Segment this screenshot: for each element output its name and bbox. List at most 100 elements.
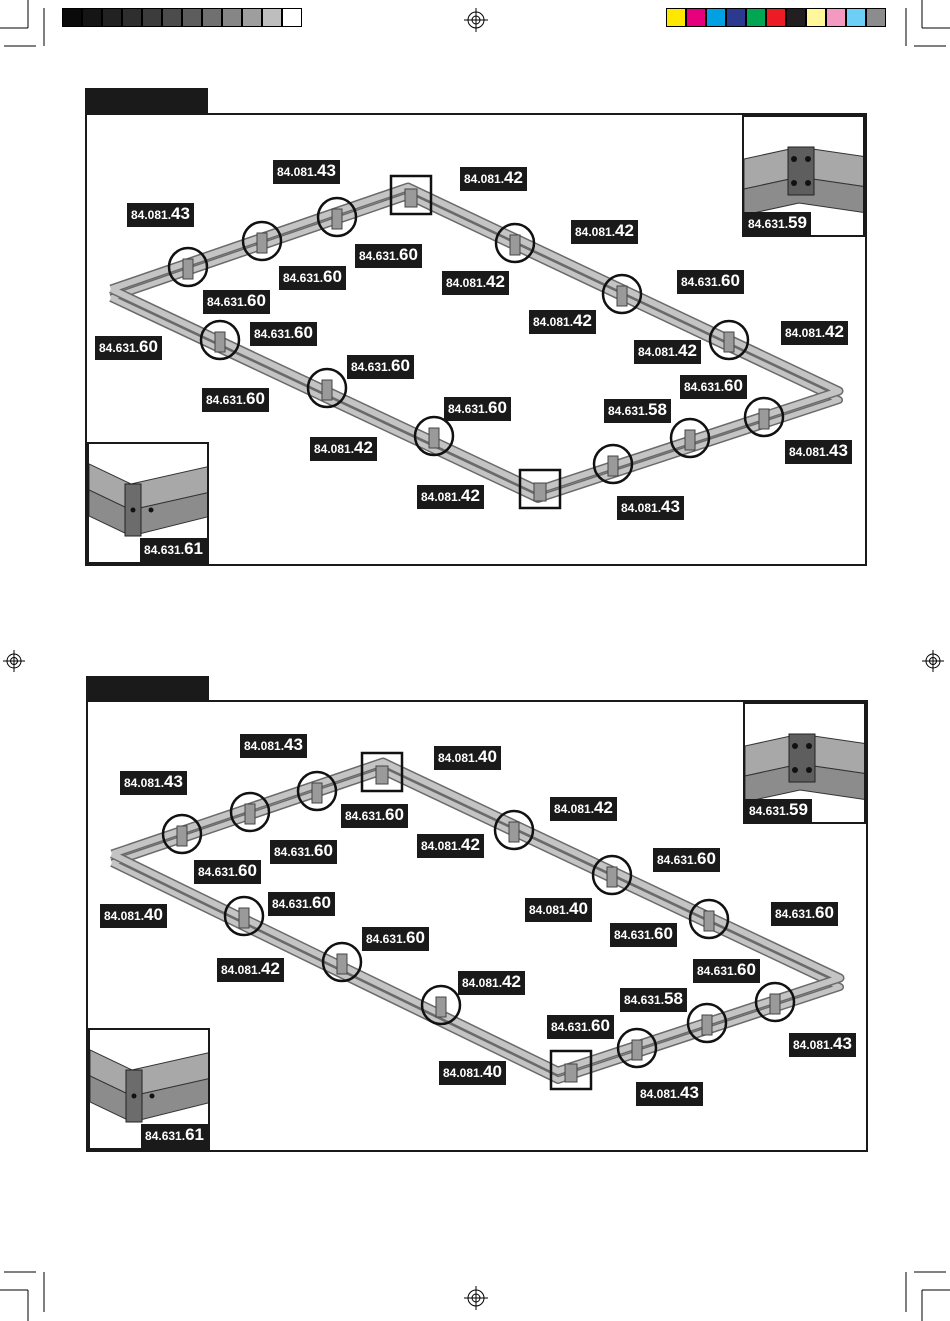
corner-bracket [564, 1063, 578, 1083]
part-number-suffix: 42 [594, 798, 613, 817]
part-number-label: 84.081.42 [310, 437, 377, 461]
part-number-prefix: 84.081. [554, 802, 595, 816]
part-number-label: 84.631.60 [771, 902, 838, 926]
connector-callout-circle [321, 941, 363, 983]
part-number-prefix: 84.631. [614, 928, 655, 942]
part-number-suffix: 43 [171, 204, 190, 223]
color-swatch [202, 8, 222, 27]
part-number-suffix: 42 [825, 322, 844, 341]
connector-bracket [331, 208, 343, 230]
color-swatch [282, 8, 302, 27]
corner-callout-square [518, 468, 562, 510]
part-number-prefix: 84.081. [462, 976, 503, 990]
connector-bracket [703, 910, 715, 932]
connector-callout-circle [306, 367, 348, 409]
part-number-label: 84.081.40 [100, 904, 167, 928]
part-number-prefix: 84.081. [638, 345, 679, 359]
connector-callout-circle [592, 443, 634, 485]
part-number-prefix: 84.081. [785, 326, 826, 340]
connector-bracket [631, 1039, 643, 1061]
part-number-suffix: 42 [261, 959, 280, 978]
part-number-suffix: 60 [815, 903, 834, 922]
part-number-prefix: 84.631. [366, 932, 407, 946]
part-number-label: 84.631.60 [680, 375, 747, 399]
connector-bracket [256, 232, 268, 254]
part-number-prefix: 84.081. [104, 909, 145, 923]
connector-callout-circle [688, 898, 730, 940]
color-swatch [726, 8, 746, 27]
part-number-prefix: 84.631. [351, 360, 392, 374]
part-number-prefix: 84.081. [314, 442, 355, 456]
diagram2-title-tab [86, 676, 209, 702]
part-number-suffix: 43 [164, 772, 183, 791]
part-number-label: 84.081.40 [439, 1061, 506, 1085]
color-swatch [826, 8, 846, 27]
connector-callout-circle [601, 273, 643, 315]
connector-callout-circle [241, 220, 283, 262]
connector-bracket [321, 379, 333, 401]
inset-part-label: 84.631.59 [745, 799, 812, 822]
part-number-prefix: 84.631. [608, 404, 649, 418]
color-swatch [786, 8, 806, 27]
connector-callout-circle [161, 813, 203, 855]
part-number-label: 84.631.58 [604, 399, 671, 423]
part-number-prefix: 84.631. [657, 853, 698, 867]
diagram1-frame-drawing [109, 174, 844, 510]
part-number-prefix: 84.631. [345, 809, 386, 823]
part-number-prefix: 84.081. [464, 172, 505, 186]
part-number-label: 84.631.60 [194, 860, 261, 884]
part-number-prefix: 84.631. [272, 897, 313, 911]
connector-bracket [684, 429, 696, 451]
connector-callout-circle [229, 791, 271, 833]
corner-callout-square [549, 1049, 593, 1091]
part-number-label: 84.081.43 [120, 771, 187, 795]
part-number-suffix: 43 [680, 1083, 699, 1102]
diagram2-frame-drawing [110, 751, 845, 1091]
part-number-prefix: 84.081. [533, 315, 574, 329]
part-number-label: 84.631.60 [203, 290, 270, 314]
part-number-label: 84.081.42 [442, 271, 509, 295]
part-number-prefix: 84.631. [206, 393, 247, 407]
connector-bracket [607, 455, 619, 477]
connector-bracket [238, 907, 250, 929]
part-number-label: 84.081.43 [617, 496, 684, 520]
part-number-prefix: 84.081. [529, 903, 570, 917]
part-number-suffix: 60 [721, 271, 740, 290]
color-swatch [82, 8, 102, 27]
part-number-suffix: 60 [385, 805, 404, 824]
corner-bracket-drawing [90, 1049, 208, 1123]
connector-bracket [244, 803, 256, 825]
corner-callout-square [389, 174, 433, 216]
color-swatch [866, 8, 886, 27]
part-number-prefix: 84.631. [198, 865, 239, 879]
part-number-prefix: 84.631. [775, 907, 816, 921]
frame-rail-upper-face [109, 184, 842, 493]
part-number-suffix: 42 [461, 835, 480, 854]
part-number-prefix: 84.081. [575, 225, 616, 239]
inset-part-label: 84.631.61 [141, 1124, 208, 1148]
part-number-label: 84.081.42 [529, 310, 596, 334]
color-swatch [746, 8, 766, 27]
part-number-suffix: 60 [314, 841, 333, 860]
connector-callout-circle [223, 895, 265, 937]
part-number-prefix: 84.631. [99, 341, 140, 355]
part-number-prefix: 84.081. [443, 1066, 484, 1080]
registration-targets [3, 8, 944, 1310]
part-number-label: 84.081.43 [789, 1033, 856, 1057]
part-number-prefix: 84.081. [131, 208, 172, 222]
part-number-suffix: 42 [354, 438, 373, 457]
part-number-suffix: 60 [697, 849, 716, 868]
part-number-label: 84.081.42 [417, 834, 484, 858]
part-number-suffix: 42 [615, 221, 634, 240]
part-number-label: 84.081.42 [460, 167, 527, 191]
connector-callout-circle [591, 854, 633, 896]
diagram2-inset-bottom-corner: 84.631.61 [88, 1028, 210, 1150]
connector-bracket [723, 331, 735, 353]
part-number-prefix: 84.081. [124, 776, 165, 790]
part-number-prefix: 84.631. [283, 271, 324, 285]
part-number-suffix: 42 [573, 311, 592, 330]
part-number-suffix: 42 [678, 341, 697, 360]
connector-callout-circle [669, 417, 711, 459]
